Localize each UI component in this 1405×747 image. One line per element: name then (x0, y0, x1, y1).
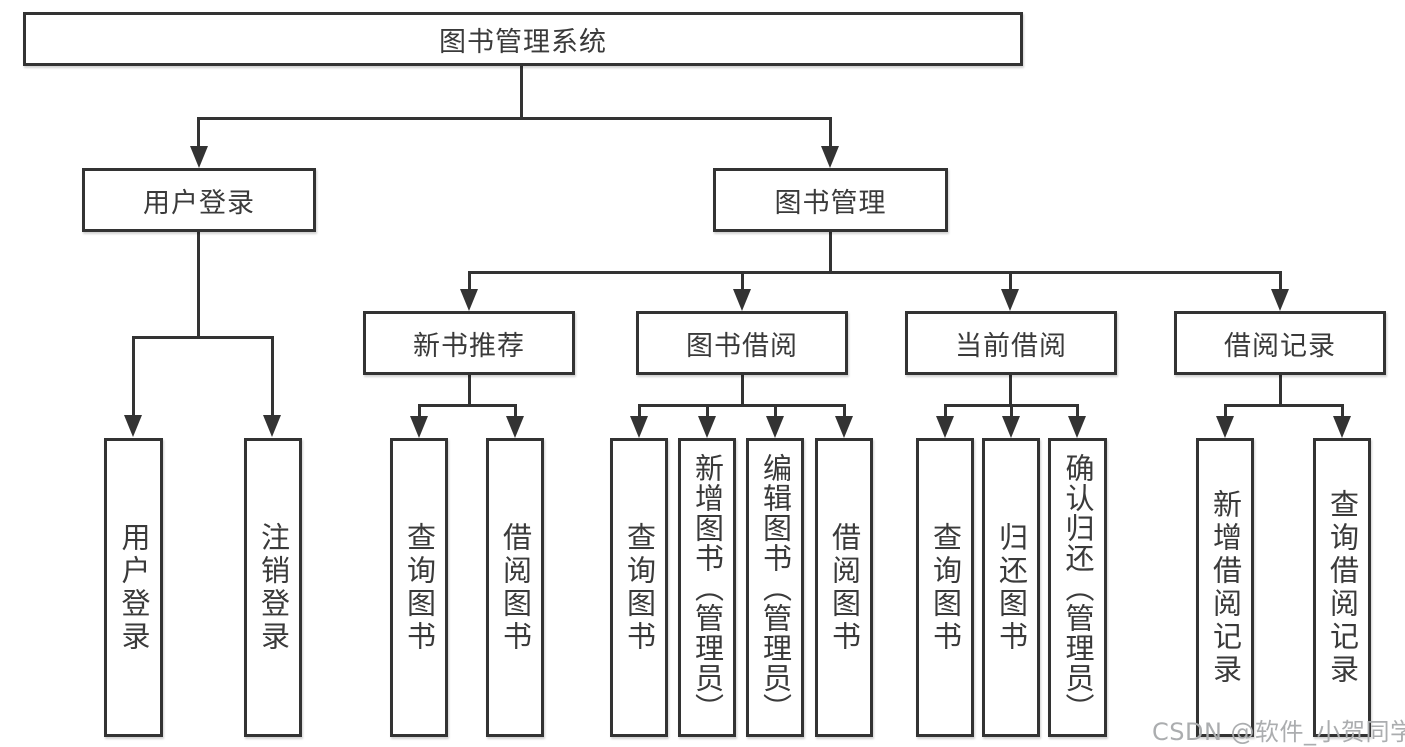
leaf-label: 查询借阅记录 (1325, 488, 1360, 687)
node-user-login: 用户登录 (82, 168, 316, 232)
leaf-label: 查询图书 (402, 521, 437, 654)
leaf-borrow-query-book: 查询图书 (610, 438, 668, 737)
connector-root-hline (197, 117, 832, 120)
leaf-recommend-query-book: 查询图书 (390, 438, 448, 737)
connector-drop-book-borrow (741, 271, 744, 291)
node-label: 用户登录 (143, 187, 255, 219)
leaf-label: 新增图书（管理员） (690, 452, 725, 723)
connector-drop-leaf (1224, 404, 1227, 418)
node-label: 新书推荐 (413, 330, 525, 362)
leaf-label: 查询图书 (928, 521, 963, 654)
connector-drop-leaf (944, 404, 947, 418)
connector-user-login-stem (197, 232, 200, 337)
connector-drop-leaf (514, 404, 517, 418)
arrow-down-icon (263, 415, 281, 437)
leaf-label: 用户登录 (117, 521, 151, 654)
connector-borrow-record-stem (1279, 375, 1282, 407)
node-borrow-record: 借阅记录 (1174, 311, 1386, 375)
arrow-down-icon (1271, 289, 1289, 311)
leaf-user-login: 用户登录 (104, 438, 163, 737)
node-label: 借阅记录 (1224, 330, 1336, 362)
leaf-recommend-borrow-book: 借阅图书 (486, 438, 544, 737)
connector-drop-borrow-record (1279, 271, 1282, 291)
leaf-record-query-borrow-record: 查询借阅记录 (1313, 438, 1371, 737)
leaf-borrow-borrow-book: 借阅图书 (815, 438, 873, 737)
connector-book-borrow-hline (638, 404, 845, 407)
node-book-management: 图书管理 (713, 168, 948, 232)
connector-drop-leaf (1010, 404, 1013, 418)
leaf-label: 编辑图书（管理员） (758, 452, 793, 723)
connector-drop-leaf (1076, 404, 1079, 418)
connector-drop-new-book-recommend (468, 271, 471, 291)
connector-book-management-stem (829, 232, 832, 273)
leaf-label: 确认归还（管理员） (1061, 452, 1095, 723)
arrow-down-icon (630, 416, 648, 438)
arrow-down-icon (1001, 289, 1019, 311)
arrow-down-icon (1216, 416, 1234, 438)
leaf-logout: 注销登录 (244, 438, 302, 737)
connector-book-borrow-stem (741, 375, 744, 407)
arrow-down-icon (506, 416, 524, 438)
connector-drop-leaf (843, 404, 846, 418)
arrow-down-icon (190, 146, 208, 168)
connector-drop-leaf (418, 404, 421, 418)
arrow-down-icon (1002, 416, 1020, 438)
leaf-label: 归还图书 (994, 521, 1029, 654)
arrow-down-icon (835, 416, 853, 438)
node-label: 图书管理系统 (439, 26, 607, 58)
leaf-borrow-edit-book-admin: 编辑图书（管理员） (746, 438, 804, 737)
connector-drop-leaf (706, 404, 709, 418)
connector-recommend-hline (418, 404, 517, 407)
arrow-down-icon (1333, 416, 1351, 438)
connector-root-stem (520, 66, 523, 118)
connector-current-borrow-stem (1009, 375, 1012, 407)
arrow-down-icon (1068, 416, 1086, 438)
leaf-label: 借阅图书 (827, 521, 862, 654)
arrow-down-icon (821, 146, 839, 168)
connector-drop-leaf (1341, 404, 1344, 418)
leaf-current-confirm-return-admin: 确认归还（管理员） (1048, 438, 1107, 737)
node-new-book-recommend: 新书推荐 (363, 311, 575, 375)
leaf-label: 新增借阅记录 (1208, 488, 1243, 687)
arrow-down-icon (124, 415, 142, 437)
connector-book-management-hline (468, 271, 1281, 274)
connector-user-login-hline (132, 336, 274, 339)
leaf-label: 借阅图书 (498, 521, 533, 654)
connector-borrow-record-hline (1224, 404, 1343, 407)
leaf-current-return-book: 归还图书 (982, 438, 1040, 737)
node-label: 当前借阅 (955, 330, 1067, 362)
connector-drop-login-leaf (132, 336, 135, 416)
node-label: 图书管理 (774, 187, 887, 219)
connector-drop-user-login (197, 117, 200, 149)
leaf-label: 注销登录 (256, 521, 291, 654)
leaf-record-add-borrow-record: 新增借阅记录 (1196, 438, 1254, 737)
arrow-down-icon (936, 416, 954, 438)
connector-drop-leaf (774, 404, 777, 418)
arrow-down-icon (460, 289, 478, 311)
connector-drop-logout-leaf (271, 336, 274, 416)
arrow-down-icon (766, 416, 784, 438)
arrow-down-icon (410, 416, 428, 438)
node-library-management-system: 图书管理系统 (23, 12, 1023, 66)
connector-drop-leaf (638, 404, 641, 418)
connector-recommend-stem (468, 375, 471, 407)
node-book-borrow: 图书借阅 (636, 311, 848, 375)
leaf-borrow-add-book-admin: 新增图书（管理员） (678, 438, 736, 737)
leaf-label: 查询图书 (622, 521, 657, 654)
leaf-current-query-book: 查询图书 (916, 438, 974, 737)
csdn-watermark: CSDN @软件_小贺同学 (1152, 718, 1405, 746)
connector-drop-current-borrow (1009, 271, 1012, 291)
arrow-down-icon (733, 289, 751, 311)
connector-drop-book-management (829, 117, 832, 149)
node-label: 图书借阅 (686, 330, 798, 362)
arrow-down-icon (698, 416, 716, 438)
node-current-borrow: 当前借阅 (905, 311, 1117, 375)
